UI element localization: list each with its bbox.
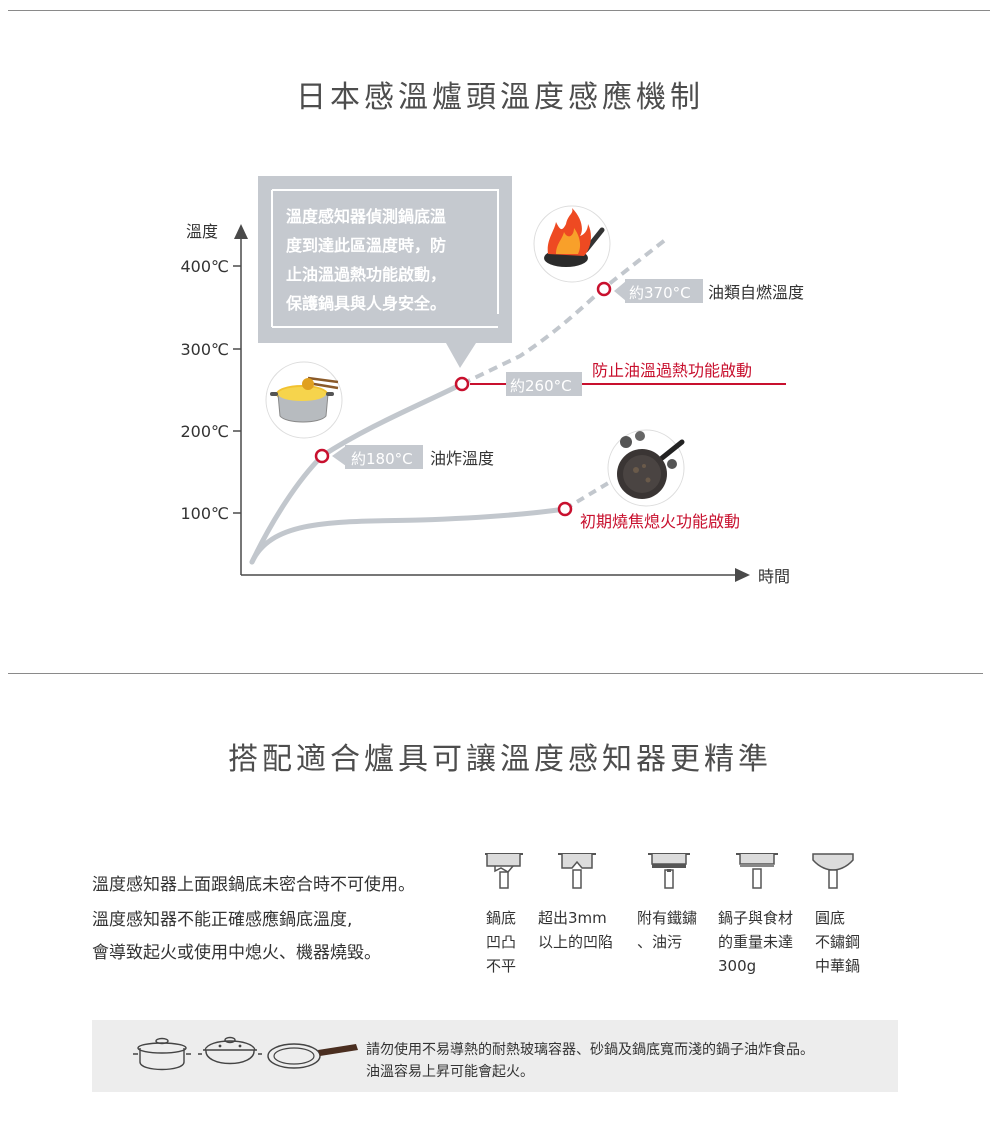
round-wok-icon bbox=[812, 853, 854, 889]
item-wok-label: 圓底 不鏽鋼 中華鍋 bbox=[815, 909, 861, 975]
x-axis bbox=[241, 568, 750, 582]
glass-pot-icon bbox=[133, 1037, 191, 1071]
section2-title: 搭配適合爐具可讓溫度感知器更精準 bbox=[228, 742, 772, 777]
callout-line-4: 保護鍋具與人身安全。 bbox=[285, 294, 446, 313]
burnt-pan-icon bbox=[607, 429, 685, 507]
temperature-diagram: 溫度 時間 400℃ 300℃ 200℃ 100℃ 溫度感知器偵測鍋底溫 度到達… bbox=[180, 176, 804, 586]
svg-text:200℃: 200℃ bbox=[180, 422, 229, 441]
shallow-pan-icon bbox=[267, 1043, 358, 1069]
note-line-1: 溫度感知器上面跟鍋底未密合時不可使用。 bbox=[92, 875, 415, 895]
marker-260: 約260°C 防止油溫過熱功能啟動 bbox=[454, 361, 786, 396]
flaming-pan-icon bbox=[533, 205, 611, 283]
svg-text:100℃: 100℃ bbox=[180, 504, 229, 523]
y-tick-400: 400℃ bbox=[180, 257, 241, 276]
item-rust-label: 附有鐵鏽 、油污 bbox=[637, 909, 698, 951]
middle-divider bbox=[8, 673, 983, 674]
bottom-warning-line-1: 請勿使用不易導熱的耐熱玻璃容器、砂鍋及鍋底寬而淺的鍋子油炸食品。 bbox=[366, 1042, 814, 1058]
rust-bottom-icon bbox=[648, 853, 690, 889]
cookware-diagrams bbox=[485, 853, 854, 889]
svg-text:油炸溫度: 油炸溫度 bbox=[430, 449, 494, 468]
y-tick-200: 200℃ bbox=[180, 422, 241, 441]
marker-low: 初期燒焦熄火功能啟動 bbox=[557, 501, 740, 531]
bottom-warning-line-2: 油溫容易上昇可能會起火。 bbox=[366, 1064, 534, 1080]
uneven-bottom-icon bbox=[485, 853, 523, 889]
low-temp-curve-dashed bbox=[563, 480, 612, 511]
item-weight-label: 鍋子與食材 的重量未達 300g bbox=[718, 909, 794, 975]
fried-food-pot-icon bbox=[265, 361, 343, 439]
svg-text:300℃: 300℃ bbox=[180, 340, 229, 359]
y-tick-300: 300℃ bbox=[180, 340, 241, 359]
callout-box: 溫度感知器偵測鍋底溫 度到達此區溫度時，防 止油溫過熱功能啟動， 保護鍋具與人身… bbox=[258, 176, 512, 368]
callout-line-3: 止油溫過熱功能啟動， bbox=[286, 265, 446, 284]
bottom-warning-box: 請勿使用不易導熱的耐熱玻璃容器、砂鍋及鍋底寬而淺的鍋子油炸食品。 油溫容易上昇可… bbox=[92, 1020, 898, 1092]
svg-text:防止油溫過熱功能啟動: 防止油溫過熱功能啟動 bbox=[592, 361, 752, 380]
section1-title: 日本感溫爐頭溫度感應機制 bbox=[296, 80, 704, 115]
y-axis-label: 溫度 bbox=[186, 222, 218, 241]
callout-line-2: 度到達此區溫度時，防 bbox=[286, 236, 446, 255]
svg-text:油類自燃溫度: 油類自燃溫度 bbox=[708, 283, 804, 302]
low-temp-curve bbox=[249, 506, 568, 565]
svg-text:約180°C: 約180°C bbox=[351, 450, 413, 468]
note-line-3: 會導致起火或使用中熄火、機器燒毀。 bbox=[92, 943, 381, 963]
clay-pot-icon bbox=[198, 1036, 262, 1065]
y-axis bbox=[234, 224, 248, 575]
x-axis-label: 時間 bbox=[758, 567, 790, 586]
top-divider bbox=[8, 10, 990, 11]
svg-text:約260°C: 約260°C bbox=[510, 377, 572, 395]
light-weight-icon bbox=[736, 853, 778, 889]
svg-text:400℃: 400℃ bbox=[180, 257, 229, 276]
note-line-2: 溫度感知器不能正確感應鍋底溫度, bbox=[92, 910, 353, 930]
dent-bottom-icon bbox=[558, 853, 596, 889]
item-uneven-label: 鍋底 凹凸 不平 bbox=[486, 909, 517, 975]
callout-line-1: 溫度感知器偵測鍋底溫 bbox=[286, 207, 446, 226]
item-dent-label: 超出3mm 以上的凹陷 bbox=[538, 909, 614, 951]
y-tick-100: 100℃ bbox=[180, 504, 241, 523]
marker-180: 約180°C 油炸溫度 bbox=[314, 445, 494, 469]
bottom-icons bbox=[133, 1036, 358, 1071]
svg-text:初期燒焦熄火功能啟動: 初期燒焦熄火功能啟動 bbox=[580, 512, 740, 531]
marker-370: 約370°C 油類自燃溫度 bbox=[596, 279, 804, 303]
svg-text:約370°C: 約370°C bbox=[629, 284, 691, 302]
